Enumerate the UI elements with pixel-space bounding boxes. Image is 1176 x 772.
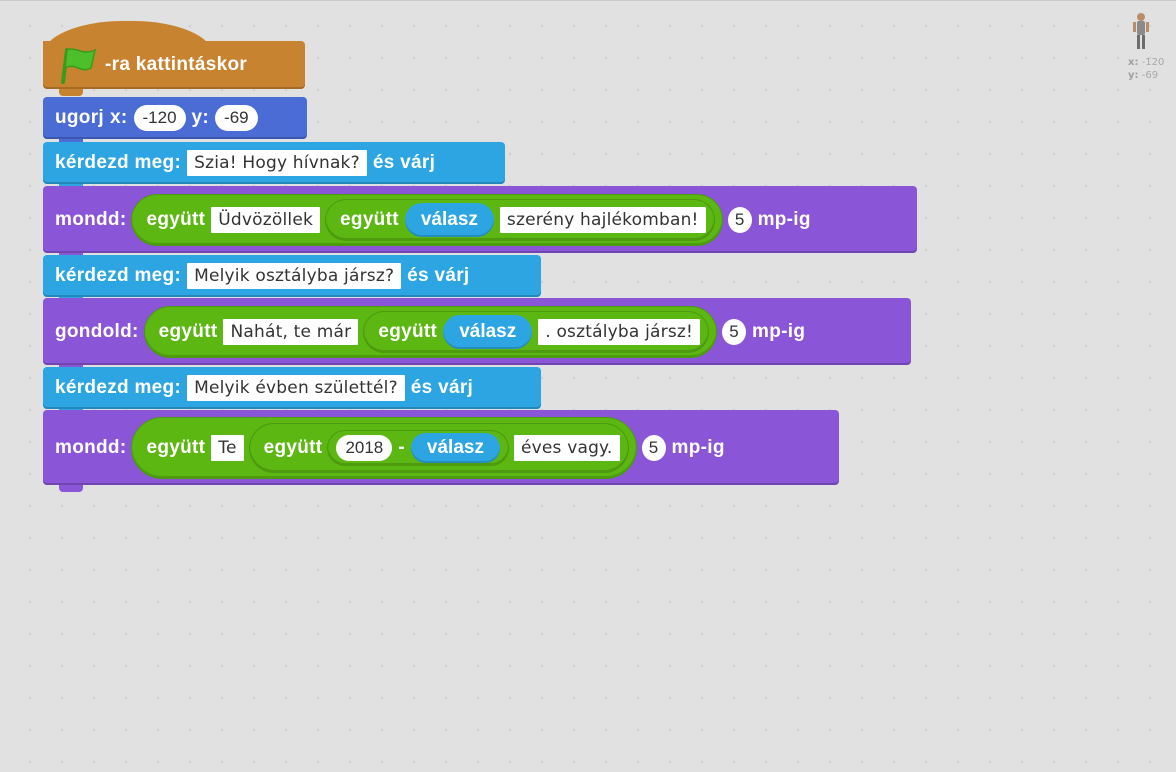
goto-x-input[interactable]: -120: [133, 105, 186, 131]
secs-input[interactable]: 5: [727, 206, 752, 233]
goto-xy-block[interactable]: ugorj x: -120 y: -69: [43, 97, 307, 146]
ask-suffix: és várj: [410, 377, 474, 398]
secs-input[interactable]: 5: [722, 318, 747, 345]
join-text-input[interactable]: Üdvözöllek: [211, 206, 321, 233]
join-text-input[interactable]: szerény hajlékomban!: [499, 206, 706, 233]
goto-y-input[interactable]: -69: [215, 105, 258, 131]
ask-and-wait-block-3[interactable]: kérdezd meg: Melyik évben születtél? és …: [43, 367, 541, 416]
think-for-secs-block[interactable]: gondold: együtt Nahát, te már együtt vál…: [43, 298, 911, 372]
join-reporter-outer[interactable]: együtt Nahát, te már együtt válasz . osz…: [144, 306, 717, 357]
ask-question-input[interactable]: Melyik évben születtél?: [187, 375, 405, 401]
x-coord-label: x:: [1128, 57, 1139, 68]
join-label: együtt: [146, 208, 206, 230]
think-label: gondold:: [55, 320, 139, 342]
ask-and-wait-block-2[interactable]: kérdezd meg: Melyik osztályba jársz? és …: [43, 255, 541, 304]
secs-label: mp-ig: [757, 208, 811, 230]
join-reporter-outer[interactable]: együtt Te együtt 2018 - válasz éves vagy…: [132, 417, 636, 478]
join-text-input[interactable]: . osztályba jársz!: [538, 318, 701, 345]
ask-label: kérdezd meg:: [55, 152, 182, 173]
secs-label: mp-ig: [752, 320, 806, 342]
say-label: mondd:: [55, 436, 127, 458]
answer-reporter[interactable]: válasz: [404, 202, 494, 237]
join-label: együtt: [146, 436, 206, 458]
join-label: együtt: [263, 436, 323, 458]
ask-and-wait-block-1[interactable]: kérdezd meg: Szia! Hogy hívnak? és várj: [43, 142, 505, 191]
ask-question-input[interactable]: Melyik osztályba jársz?: [187, 263, 402, 289]
sprite-thumbnail-icon: [1133, 13, 1149, 49]
join-text-input[interactable]: Te: [211, 434, 244, 461]
when-flag-clicked-block[interactable]: -ra kattintáskor: [43, 41, 305, 96]
green-flag-icon: [61, 48, 97, 84]
ask-suffix: és várj: [372, 152, 436, 173]
subtract-reporter[interactable]: 2018 - válasz: [328, 430, 508, 465]
ask-suffix: és várj: [407, 265, 470, 286]
join-reporter-outer[interactable]: együtt Üdvözöllek együtt válasz szerény …: [132, 194, 722, 245]
join-reporter-inner[interactable]: együtt 2018 - válasz éves vagy.: [249, 423, 628, 472]
say-for-secs-block-1[interactable]: mondd: együtt Üdvözöllek együtt válasz s…: [43, 186, 917, 260]
goto-label: ugorj: [55, 107, 104, 128]
sprite-y-readout: y: -69: [1128, 70, 1158, 81]
join-label: együtt: [158, 320, 218, 342]
year-input[interactable]: 2018: [336, 434, 393, 461]
secs-input[interactable]: 5: [641, 434, 666, 461]
goto-y-label: y:: [191, 107, 210, 128]
y-coord-label: y:: [1128, 70, 1139, 81]
goto-x-label: x:: [110, 107, 128, 128]
y-coord-value: -69: [1141, 70, 1159, 81]
minus-operator: -: [398, 436, 405, 458]
join-reporter-inner[interactable]: együtt válasz . osztályba jársz!: [364, 311, 709, 352]
answer-reporter[interactable]: válasz: [443, 314, 533, 349]
say-label: mondd:: [55, 208, 127, 230]
ask-label: kérdezd meg:: [55, 377, 182, 398]
say-for-secs-block-2[interactable]: mondd: együtt Te együtt 2018 - válasz év…: [43, 410, 839, 492]
answer-reporter[interactable]: válasz: [410, 432, 500, 463]
join-label: együtt: [340, 208, 399, 230]
ask-label: kérdezd meg:: [55, 265, 182, 286]
join-text-input[interactable]: éves vagy.: [513, 434, 620, 461]
sprite-x-readout: x: -120: [1128, 57, 1164, 68]
x-coord-value: -120: [1141, 57, 1165, 68]
hat-label: -ra kattintáskor: [105, 54, 248, 75]
join-label: együtt: [378, 320, 438, 342]
ask-question-input[interactable]: Szia! Hogy hívnak?: [187, 150, 367, 176]
secs-label: mp-ig: [671, 436, 725, 458]
join-text-input[interactable]: Nahát, te már: [223, 318, 359, 345]
join-reporter-inner[interactable]: együtt válasz szerény hajlékomban!: [326, 199, 714, 240]
